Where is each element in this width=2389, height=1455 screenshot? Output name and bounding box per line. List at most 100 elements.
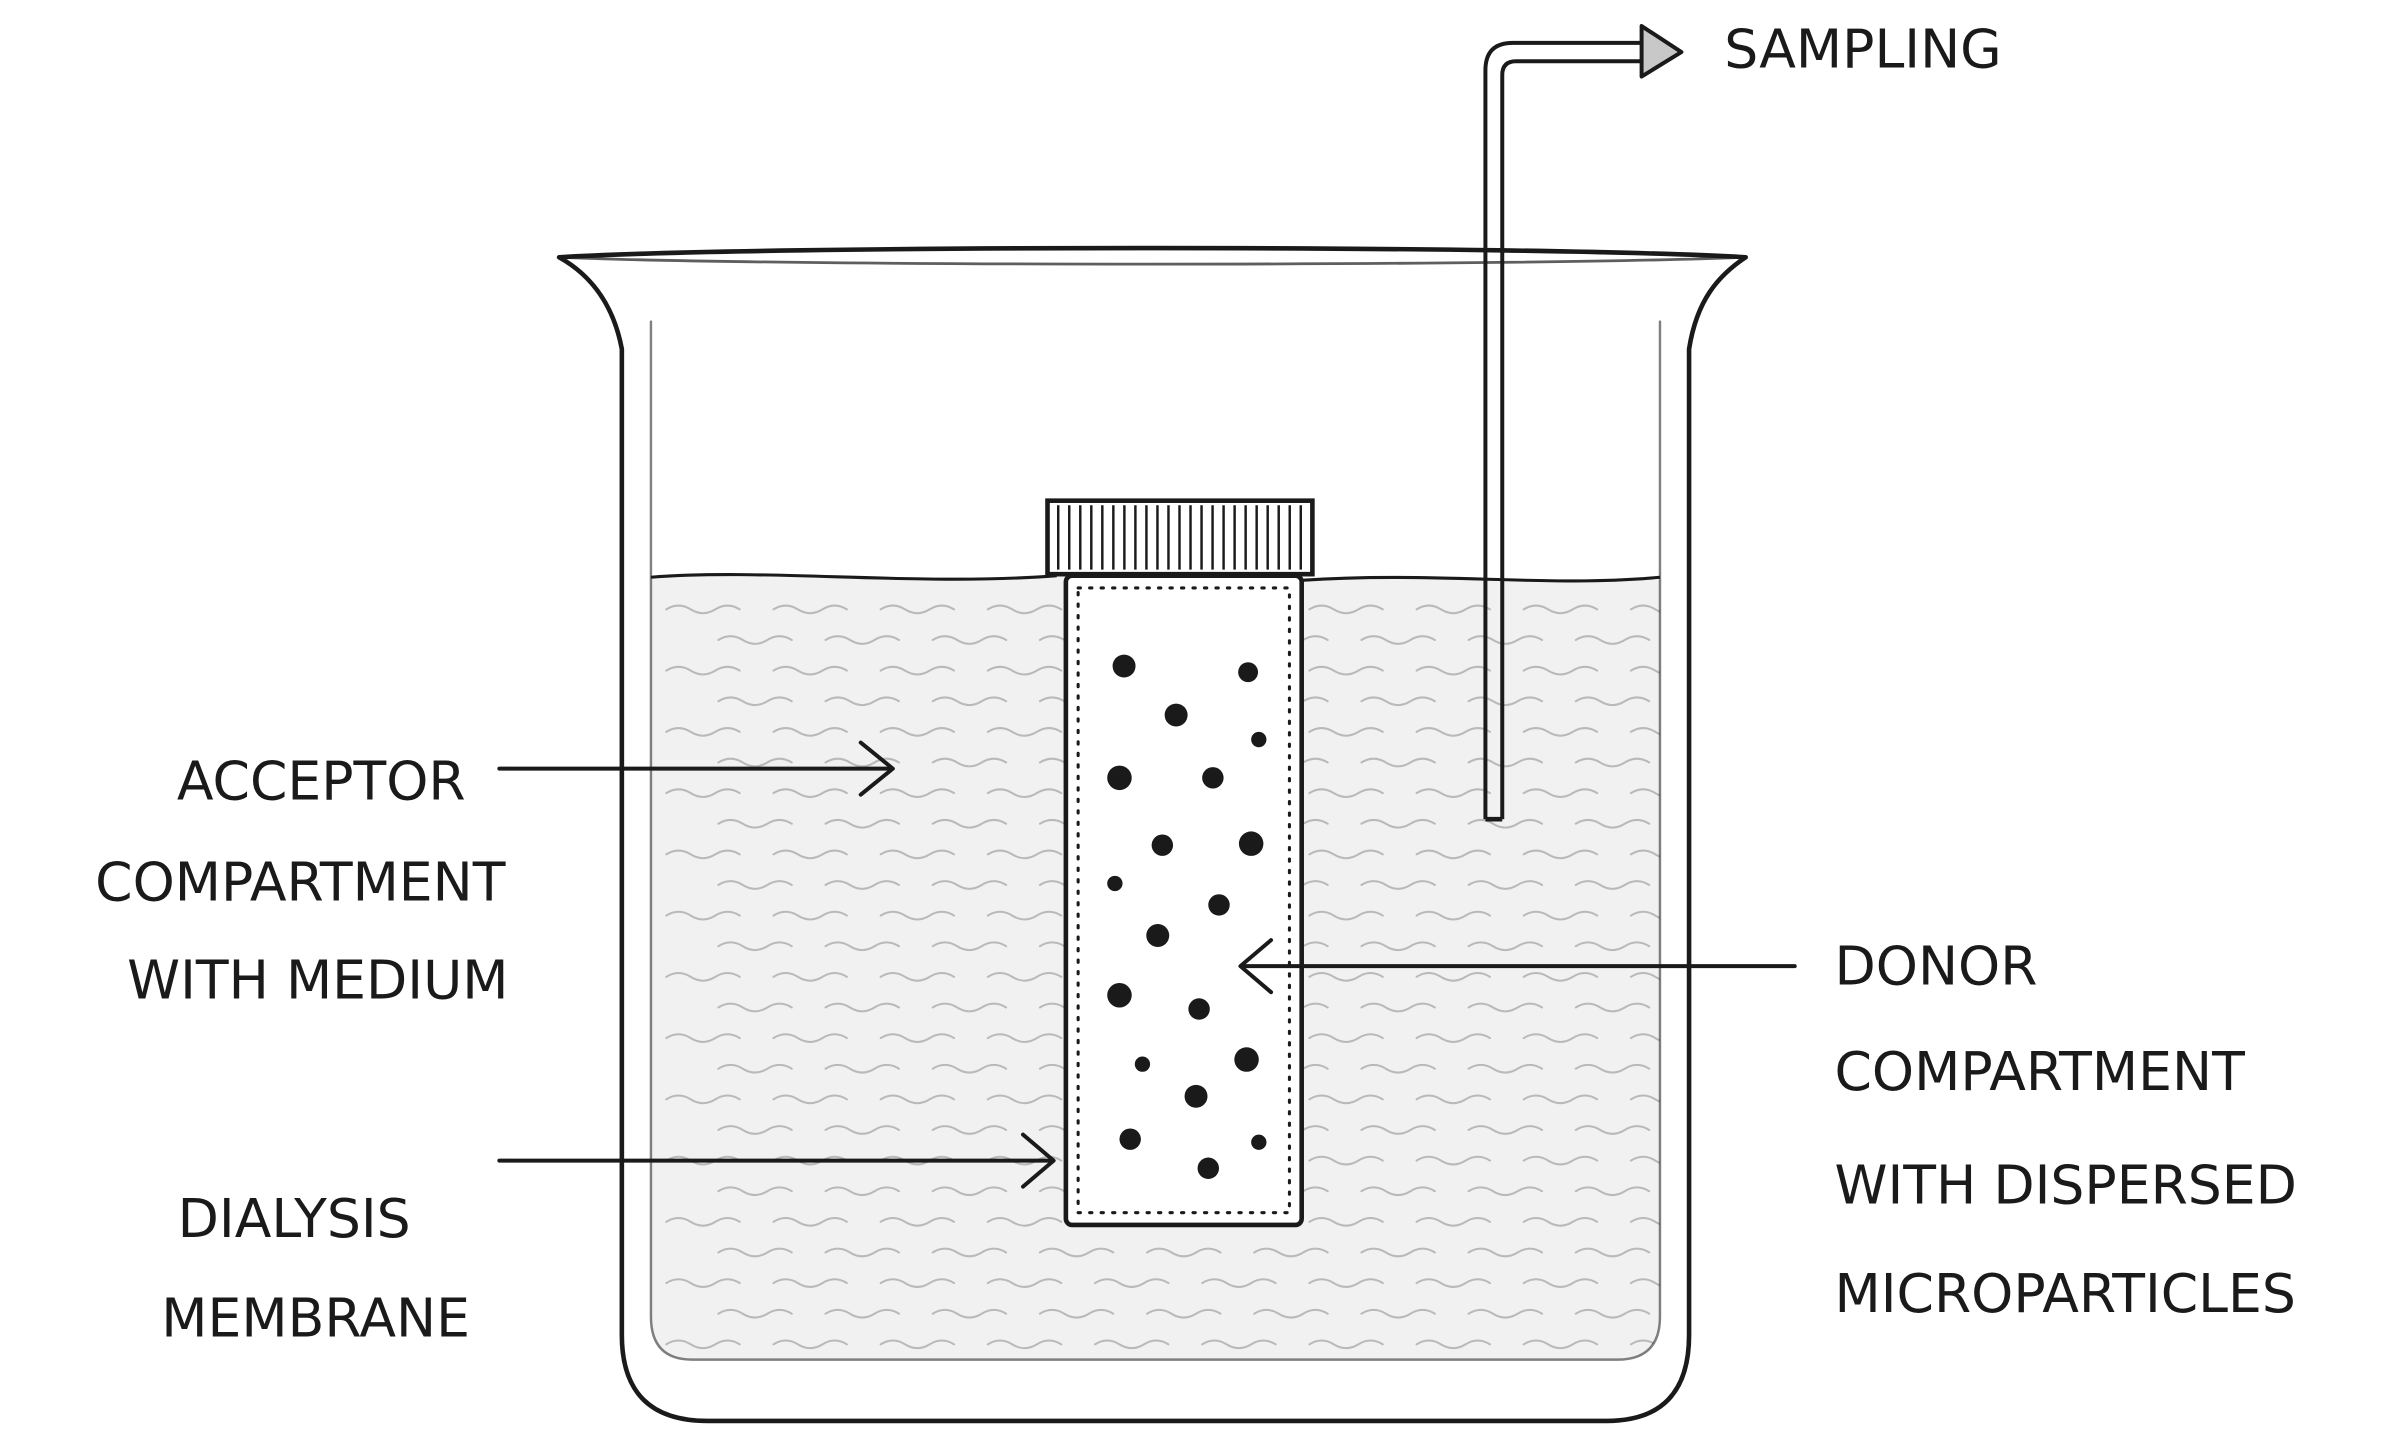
sampling-label: SAMPLING <box>1724 17 2001 80</box>
wave-mark <box>824 635 900 645</box>
acceptor-label-line-1: ACCEPTOR <box>177 749 466 812</box>
wave-mark <box>986 1339 1063 1350</box>
microparticle-icon <box>1184 1084 1208 1108</box>
wave-mark <box>879 910 956 921</box>
wave-mark <box>717 635 793 645</box>
wave-mark <box>986 849 1063 860</box>
wave-mark <box>1522 910 1599 921</box>
wave-mark <box>1629 849 1660 860</box>
sampling-tube-icon <box>1483 40 1642 822</box>
wave-mark <box>772 849 848 860</box>
wave-mark <box>1467 757 1544 768</box>
wave-mark <box>931 880 1008 890</box>
microparticle-icon <box>1112 654 1136 678</box>
wave-mark <box>824 941 900 952</box>
donor-label-line-4: MICROPARTICLES <box>1835 1262 2296 1325</box>
wave-mark <box>1522 727 1599 737</box>
wave-mark <box>1308 1155 1384 1166</box>
wave-mark <box>1629 1094 1660 1105</box>
wave-mark <box>717 1186 793 1197</box>
wave-mark <box>879 972 956 982</box>
wave-mark <box>1360 1247 1436 1258</box>
wave-mark <box>1522 788 1599 798</box>
wave-mark <box>1201 1339 1277 1350</box>
wave-mark <box>986 788 1063 798</box>
wave-mark <box>824 757 900 768</box>
wave-mark <box>665 910 741 921</box>
wave-mark <box>1574 818 1651 829</box>
wave-mark <box>1360 1002 1436 1013</box>
wave-mark <box>1629 972 1660 982</box>
microparticle-icon <box>1251 1134 1267 1150</box>
wave-mark <box>1415 1339 1492 1350</box>
wave-mark <box>1415 849 1492 860</box>
microparticle-icon <box>1146 924 1170 948</box>
wave-mark <box>986 727 1063 737</box>
wave-mark <box>665 727 741 737</box>
wave-mark <box>1308 849 1384 860</box>
wave-mark <box>665 972 741 982</box>
wave-mark <box>1574 1063 1651 1074</box>
wave-mark <box>665 1033 741 1043</box>
wave-mark <box>1308 604 1384 615</box>
microparticle-icon <box>1107 765 1132 791</box>
wave-mark <box>665 665 741 676</box>
wave-mark <box>1360 1125 1436 1135</box>
wave-mark <box>1467 818 1544 829</box>
wave-mark <box>1629 1278 1660 1288</box>
wave-mark <box>665 1094 741 1105</box>
wave-mark <box>717 880 793 890</box>
wave-mark <box>772 1155 848 1166</box>
wave-mark <box>824 1002 900 1013</box>
microparticle-icon <box>1151 834 1174 856</box>
wave-mark <box>1360 1063 1436 1074</box>
wave-mark <box>879 1278 956 1288</box>
wave-mark <box>772 1094 848 1105</box>
wave-mark <box>1467 696 1544 707</box>
wave-mark <box>1522 1278 1599 1288</box>
wave-mark <box>1629 1155 1660 1166</box>
donor-label-line-3: WITH DISPERSED <box>1835 1153 2297 1216</box>
dialysis-tube-icon <box>1045 498 1315 1228</box>
microparticle-icon <box>1197 1157 1219 1179</box>
wave-mark <box>931 757 1008 768</box>
wave-mark <box>1308 1094 1384 1105</box>
wave-mark <box>879 1155 956 1166</box>
wave-mark <box>1093 1278 1170 1288</box>
wave-mark <box>986 1094 1063 1105</box>
wave-mark <box>1574 696 1651 707</box>
wave-mark <box>1415 1094 1492 1105</box>
wave-mark <box>717 1002 793 1013</box>
wave-mark <box>1308 665 1384 676</box>
wave-mark <box>1574 1308 1651 1319</box>
wave-mark <box>1522 1094 1599 1105</box>
wave-mark <box>879 665 956 676</box>
wave-mark <box>665 1339 741 1350</box>
microparticle-icon <box>1202 767 1224 789</box>
wave-mark <box>1360 635 1436 645</box>
wave-mark <box>665 604 741 615</box>
wave-mark <box>665 1217 741 1227</box>
wave-mark <box>1415 604 1492 615</box>
microparticle-icon <box>1107 982 1132 1008</box>
wave-mark <box>1415 1217 1492 1227</box>
wave-mark <box>665 849 741 860</box>
wave-mark <box>1467 1186 1544 1197</box>
wave-mark <box>772 1278 848 1288</box>
wave-mark <box>1360 941 1436 952</box>
dialysis-label-line-1: DIALYSIS <box>178 1187 411 1250</box>
wave-mark <box>1467 1125 1544 1135</box>
wave-mark <box>1415 788 1492 798</box>
wave-mark <box>1308 1278 1384 1288</box>
wave-mark <box>1467 1308 1544 1319</box>
liquid-waves <box>665 604 1660 1350</box>
microparticles <box>1107 654 1267 1179</box>
wave-mark <box>1415 972 1492 982</box>
wave-mark <box>824 1308 900 1319</box>
wave-mark <box>717 696 793 707</box>
wave-mark <box>1629 910 1660 921</box>
wave-mark <box>1574 1125 1651 1135</box>
wave-mark <box>1360 1308 1436 1319</box>
wave-mark <box>1522 1033 1599 1043</box>
wave-mark <box>1415 910 1492 921</box>
